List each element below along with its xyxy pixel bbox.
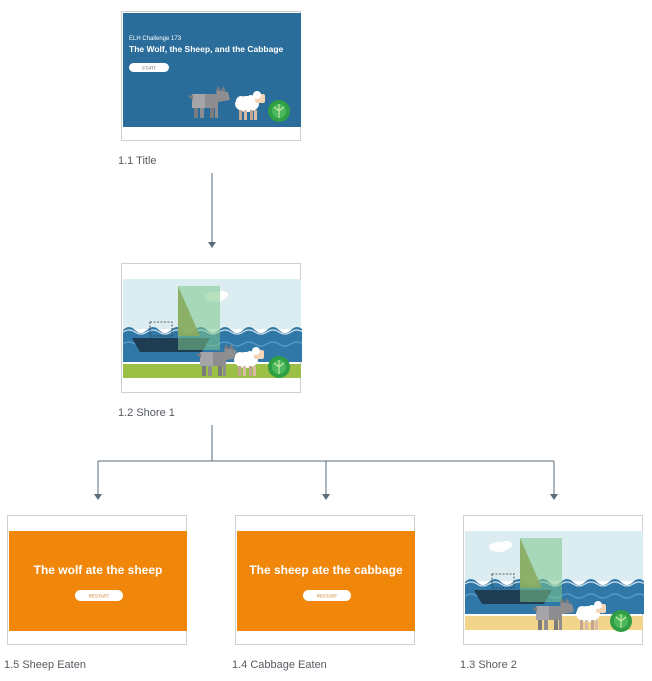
arrow-head xyxy=(208,242,216,248)
caption-cabbage-eaten: 1.4 Cabbage Eaten xyxy=(232,659,327,671)
title-kicker: ELH Challenge 173 xyxy=(129,36,182,42)
arrow-head xyxy=(550,494,558,500)
title-heading: The Wolf, the Sheep, and the Cabbage xyxy=(129,44,284,54)
orange-background xyxy=(9,531,187,631)
caption-shore-2: 1.3 Shore 2 xyxy=(460,659,517,671)
restart-button[interactable] xyxy=(75,590,123,601)
cabbage-icon[interactable] xyxy=(267,355,291,379)
node-title-slide[interactable]: ELH Challenge 173 The Wolf, the Sheep, a… xyxy=(121,11,301,141)
arrow-head xyxy=(322,494,330,500)
caption-shore-1: 1.2 Shore 1 xyxy=(118,407,175,419)
node-sheep-eaten[interactable]: The wolf ate the sheep RESTART xyxy=(7,515,187,645)
cabbage-icon xyxy=(267,99,291,123)
caption-sheep-eaten: 1.5 Sheep Eaten xyxy=(4,659,86,671)
node-shore-1[interactable] xyxy=(121,263,302,393)
sheep-eaten-heading: The wolf ate the sheep xyxy=(34,563,163,577)
node-cabbage-eaten[interactable]: The sheep ate the cabbage RESTART xyxy=(235,515,415,645)
start-button-label: START xyxy=(142,66,157,71)
cabbage-eaten-heading: The sheep ate the cabbage xyxy=(249,563,403,577)
start-button[interactable] xyxy=(129,63,169,72)
arrow-head xyxy=(94,494,102,500)
restart-button-label: RESTART xyxy=(89,594,110,599)
restart-button-label: RESTART xyxy=(317,594,338,599)
node-shore-2[interactable] xyxy=(463,515,644,645)
orange-background xyxy=(237,531,415,631)
caption-title: 1.1 Title xyxy=(118,155,157,167)
restart-button[interactable] xyxy=(303,590,351,601)
cabbage-icon[interactable] xyxy=(609,609,633,633)
